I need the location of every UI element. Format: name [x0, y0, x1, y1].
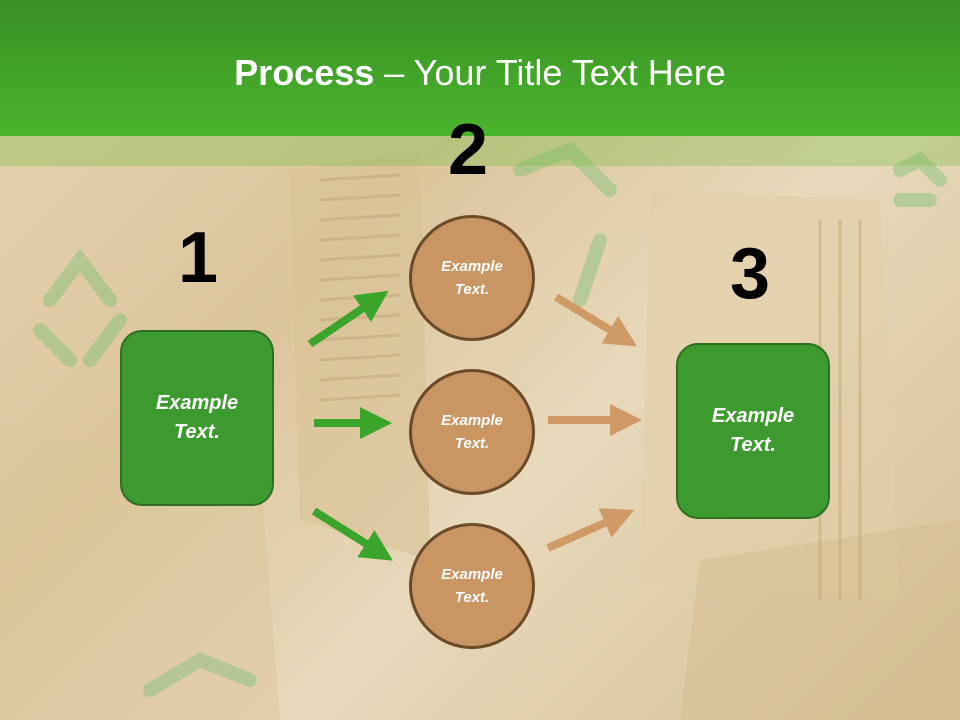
step-number-1: 1: [178, 218, 219, 298]
slide-title: Process – Your Title Text Here: [0, 52, 960, 94]
step-3-box: Example Text.: [676, 343, 830, 519]
arrow-1-to-2c: [311, 507, 393, 561]
arrow-2a-to-3: [553, 293, 638, 347]
title-rest: – Your Title Text Here: [374, 52, 726, 93]
step-number-2: 2: [448, 110, 489, 190]
title-bold: Process: [234, 52, 375, 93]
step-2-circle-2-text: Example Text.: [441, 412, 503, 452]
step-3-text: Example Text.: [711, 405, 795, 456]
step-2-circle-2: Example Text.: [409, 369, 535, 495]
step-2-circle-3: Example Text.: [409, 523, 535, 649]
step-1-box: Example Text.: [120, 330, 274, 506]
step-2-circle-1: Example Text.: [409, 215, 535, 341]
step-2-circle-3-text: Example Text.: [441, 566, 503, 606]
step-1-text: Example Text.: [155, 392, 239, 443]
arrow-2c-to-3: [546, 508, 635, 552]
step-2-circle-1-text: Example Text.: [441, 258, 503, 298]
header-strip: [0, 136, 960, 166]
title-bar: Process – Your Title Text Here: [0, 0, 960, 136]
arrow-1-to-2a: [307, 290, 389, 348]
step-number-3: 3: [730, 234, 771, 314]
